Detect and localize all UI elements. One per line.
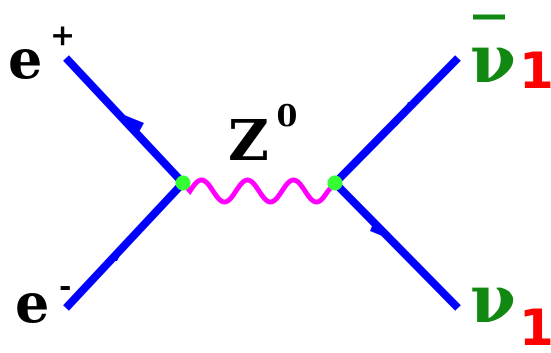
- electron-charge: -: [59, 269, 71, 304]
- neutrino-label: ν: [470, 260, 516, 338]
- antineutrino-line: [332, 55, 461, 186]
- antineutrino-symbol: ν: [470, 20, 516, 98]
- neutrino-line: [332, 180, 461, 311]
- positron-line: [63, 55, 186, 186]
- boson-label: Z 0: [228, 99, 297, 174]
- right-vertex: [327, 175, 343, 191]
- fermion-lines: [63, 55, 461, 311]
- electron-label: e -: [15, 269, 71, 335]
- antineutrino-arrow: [396, 102, 416, 127]
- fermion-arrows: [107, 102, 416, 261]
- positron-arrow: [117, 112, 144, 132]
- boson-charge: 0: [276, 99, 297, 134]
- left-vertex: [175, 175, 191, 191]
- neutrino-arrow: [370, 221, 397, 242]
- electron-symbol: e: [15, 271, 49, 335]
- neutrino-symbol: ν: [470, 260, 516, 338]
- z-boson-propagator: [180, 177, 338, 205]
- positron-symbol: e: [8, 27, 42, 91]
- neutrino-index: 1: [519, 299, 551, 353]
- antineutrino-label: ν: [470, 20, 516, 98]
- boson-symbol: Z: [228, 108, 269, 174]
- electron-arrow: [107, 241, 128, 261]
- positron-label: e +: [8, 18, 75, 91]
- positron-charge: +: [50, 18, 75, 53]
- antineutrino-index: 1: [519, 42, 551, 100]
